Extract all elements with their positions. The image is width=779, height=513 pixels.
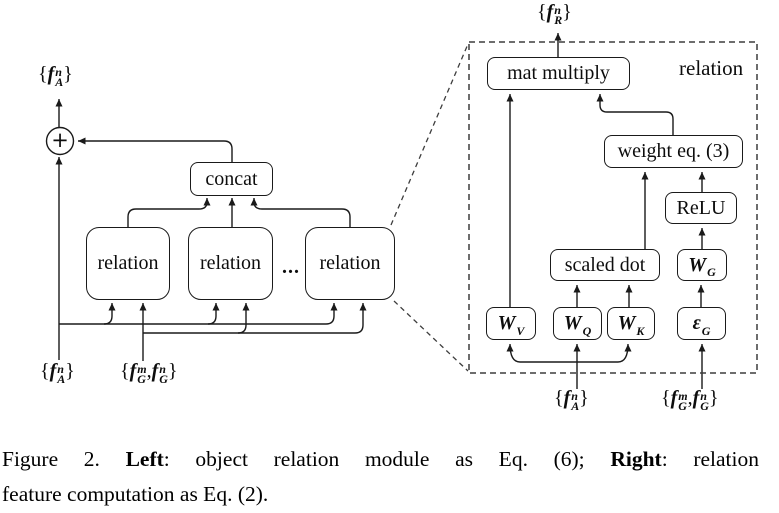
node-scaled-dot: scaled dot xyxy=(550,249,660,281)
node-weight-eq: weight eq. (3) xyxy=(604,135,743,168)
node-relu: ReLU xyxy=(665,192,737,224)
caption-line-2: feature computation as Eq. (2). xyxy=(2,482,269,506)
ellipsis: ... xyxy=(282,256,300,278)
relation-panel-label: relation xyxy=(679,56,744,80)
node-mat-multiply: mat multiply xyxy=(487,57,630,90)
figure-caption: Figure 2. Left: object relation module a… xyxy=(2,442,759,512)
node-relation-3: relation xyxy=(305,227,395,300)
caption-line-1: Figure 2. Left: object relation module a… xyxy=(2,447,760,471)
node-relation-2: relation xyxy=(188,227,273,300)
node-relation-1: relation xyxy=(86,227,170,300)
node-concat: concat xyxy=(190,162,273,196)
plus-junction: + xyxy=(51,128,69,152)
